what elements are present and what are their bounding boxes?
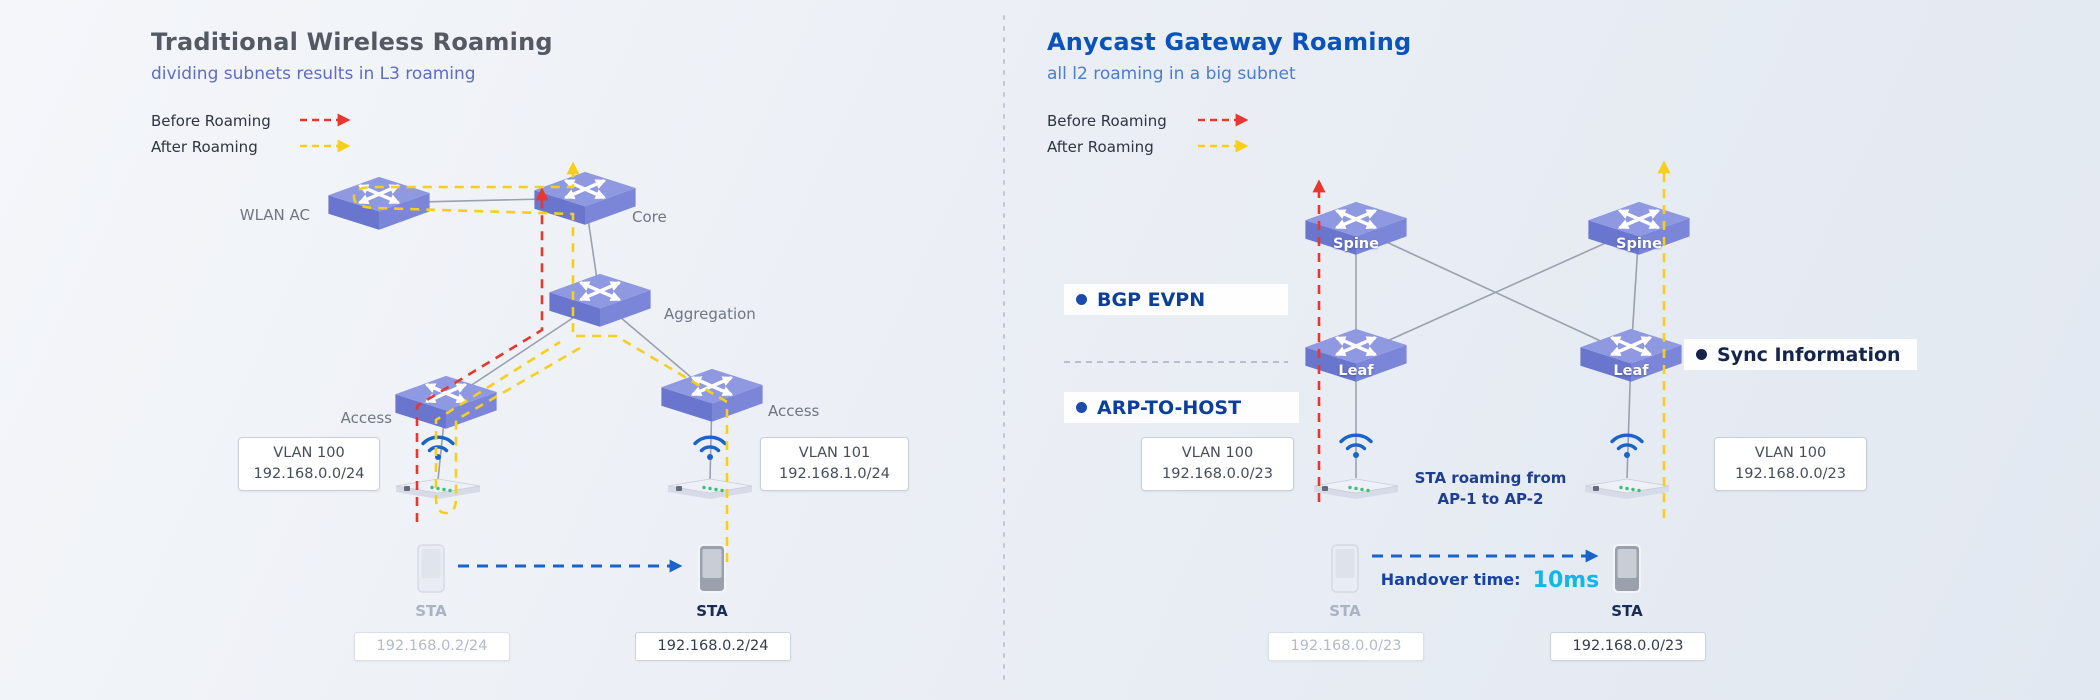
vlan-box-right: VLAN 100 192.168.0.0/23	[1714, 437, 1867, 492]
right-panel-subtitle: all l2 roaming in a big subnet	[1047, 64, 1296, 84]
vlan-box-left: VLAN 100 192.168.0.0/24	[238, 437, 380, 492]
sta-ip-before: 192.168.0.0/23	[1268, 632, 1424, 661]
vlan-subnet: 192.168.0.0/24	[253, 466, 365, 483]
access-left-label: Access	[340, 409, 392, 427]
sta-label-after: STA	[1611, 602, 1643, 620]
vlan-name: VLAN 101	[798, 445, 871, 461]
wifi-icon	[693, 435, 727, 462]
vlan-box-left: VLAN 100 192.168.0.0/23	[1141, 437, 1294, 492]
wifi-icon	[421, 435, 455, 462]
vlan-box-right: VLAN 101 192.168.1.0/24	[760, 437, 909, 492]
after-roaming-tunnel-loop	[434, 340, 581, 515]
wifi-icon	[1610, 433, 1644, 460]
sta-label-after: STA	[696, 602, 728, 620]
vlan-name: VLAN 100	[1181, 445, 1254, 461]
ap-device-right-1	[1313, 478, 1399, 500]
legend-arrows	[300, 113, 1249, 153]
after-roaming-path-left	[352, 161, 729, 562]
vlan-subnet: 192.168.0.0/23	[1162, 466, 1273, 483]
vlan-name: VLAN 100	[273, 445, 345, 461]
sta-phone-left-faded	[417, 544, 445, 593]
sta-roaming-note: STA roaming from AP-1 to AP-2	[1398, 468, 1583, 510]
sta-label-before: STA	[415, 602, 447, 620]
ap-device-left-2	[667, 478, 753, 500]
sta-ip-after: 192.168.0.2/24	[635, 632, 791, 661]
core-switch	[534, 172, 635, 225]
right-panel-title: Anycast Gateway Roaming	[1047, 28, 1412, 56]
access-right-label: Access	[768, 402, 820, 420]
callout-arp-to-host: ARP-TO-HOST	[1064, 392, 1299, 423]
legend-before-label: Before Roaming	[1047, 112, 1167, 130]
vlan-name: VLAN 100	[1754, 445, 1827, 461]
spine-right-label: Spine	[1616, 236, 1662, 252]
sta-ip-before: 192.168.0.2/24	[354, 632, 510, 661]
sta-roaming-note-line1: STA roaming from	[1414, 469, 1567, 487]
wlan-ac-label: WLAN AC	[239, 206, 310, 224]
bullet-icon	[1076, 294, 1087, 305]
handover-time: Handover time: 10ms	[1360, 568, 1620, 593]
sta-ip-after: 192.168.0.0/23	[1550, 632, 1706, 661]
handover-time-value: 10ms	[1532, 568, 1600, 593]
legend-before-label: Before Roaming	[151, 112, 271, 130]
left-panel-title: Traditional Wireless Roaming	[151, 28, 553, 56]
sta-roaming-note-line2: AP-1 to AP-2	[1437, 490, 1544, 508]
sta-phone-right-active	[1613, 544, 1641, 593]
callout-bgp-evpn-label: BGP EVPN	[1097, 288, 1206, 311]
callout-sync-information-label: Sync Information	[1717, 343, 1901, 366]
callout-arp-to-host-label: ARP-TO-HOST	[1097, 396, 1242, 419]
before-roaming-path-left	[415, 187, 549, 522]
ap-device-right-2	[1584, 478, 1670, 500]
sta-phone-right-faded	[1331, 544, 1359, 593]
wlan-ac-switch	[328, 177, 429, 230]
ap-device-left-1	[395, 478, 481, 500]
legend-after-label: After Roaming	[151, 138, 258, 156]
leaf-left-label: Leaf	[1338, 363, 1374, 379]
aggregation-switch	[549, 274, 650, 327]
sta-label-before: STA	[1329, 602, 1361, 620]
bullet-icon	[1696, 349, 1707, 360]
bullet-icon	[1076, 402, 1087, 413]
vlan-subnet: 192.168.0.0/23	[1735, 466, 1846, 483]
callout-sync-information: Sync Information	[1684, 339, 1917, 370]
legend-after-label: After Roaming	[1047, 138, 1154, 156]
aggregation-label: Aggregation	[664, 305, 756, 323]
core-label: Core	[632, 208, 667, 226]
leaf-right-label: Leaf	[1613, 363, 1649, 379]
handover-time-label: Handover time:	[1380, 570, 1521, 589]
access-switch-left	[395, 376, 496, 429]
spine-left-label: Spine	[1333, 236, 1379, 252]
callout-bgp-evpn: BGP EVPN	[1064, 284, 1288, 315]
access-switch-right	[661, 369, 762, 422]
sta-phone-left-active	[698, 544, 726, 593]
left-panel-subtitle: dividing subnets results in L3 roaming	[151, 64, 476, 84]
vlan-subnet: 192.168.1.0/24	[779, 466, 890, 483]
